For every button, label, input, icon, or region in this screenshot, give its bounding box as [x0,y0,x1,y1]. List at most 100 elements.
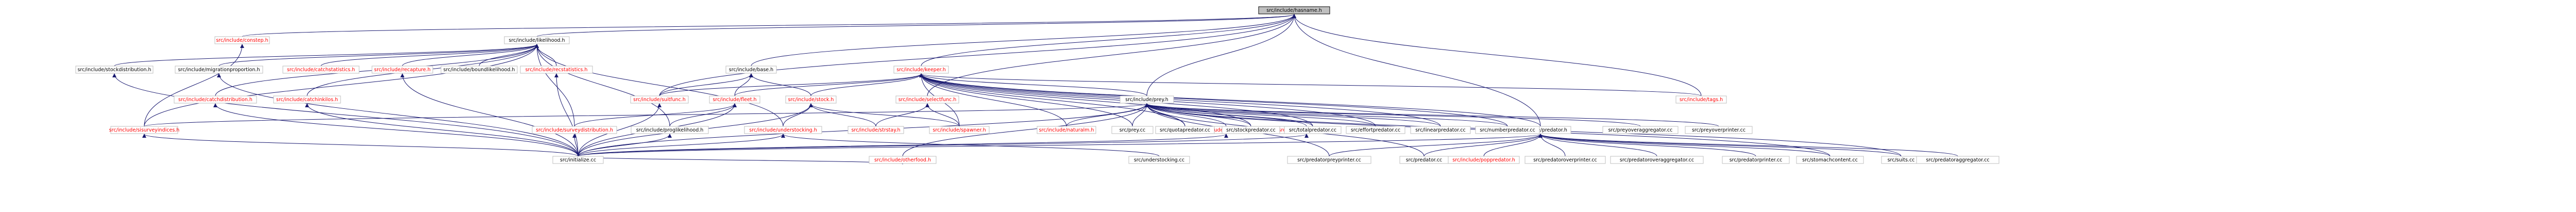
edge-initializecc-to-recstatistics [554,73,579,157]
edge-fleet-to-base [734,73,753,96]
node-spawner[interactable]: src/include/spawner.h [929,126,990,134]
node-label: src/suits.cc [1888,157,1915,163]
node-label: src/understocking.cc [1134,157,1184,163]
node-base[interactable]: src/include/base.h [725,66,777,74]
node-box [371,66,433,74]
node-catchstatistics[interactable]: src/include/catchstatistics.h [282,66,360,74]
node-box [214,36,270,44]
node-numberpredatorcc[interactable]: src/numberpredator.cc [1475,126,1540,134]
node-suitscc[interactable]: src/suits.cc [1881,156,1921,164]
node-recapture[interactable]: src/include/recapture.h [371,66,433,74]
node-box [1346,126,1405,134]
edge-proglikelihood-to-likelihood [535,44,670,127]
node-initializecc[interactable]: src/initialize.cc [552,156,604,164]
node-label: src/include/proglikelihood.h [636,127,704,133]
node-preyoveraggregatorcc[interactable]: src/preyoveraggregator.cc [1602,126,1679,134]
node-preycc[interactable]: src/prey.cc [1111,126,1154,134]
node-label: src/stomachcontent.cc [1802,157,1858,163]
node-box [504,36,570,44]
node-label: src/include/stockdistribution.h [77,67,151,73]
edge-initializecc-to-catchinkilos [305,103,579,157]
edge-prey-to-hasname [1146,14,1296,96]
node-otherfood[interactable]: src/include/otherfood.h [869,156,937,164]
node-box [1796,156,1864,164]
node-label: src/numberpredator.cc [1480,127,1535,133]
node-label: src/include/catchstatistics.h [287,67,355,73]
edge-initializecc-to-predator [578,134,1543,157]
node-box [1602,126,1679,134]
edge-totalpredatorcc-to-prey [1145,103,1313,127]
node-box [725,66,777,74]
edge-understockingcc-to-understocking [781,134,1160,157]
node-prey[interactable]: src/include/prey.h [1120,95,1174,104]
node-linearpredatorcc[interactable]: src/linearpredator.cc [1410,126,1471,134]
edge-catchstatistics-to-likelihood [320,44,539,67]
edge-stockdistribution-to-likelihood [114,44,539,67]
node-recstatistics[interactable]: src/include/recstatistics.h [520,66,593,74]
edge-initializecc-to-proglikelihood [578,134,672,157]
edge-migrationproportion-to-likelihood [218,44,539,67]
node-label: src/quotapredator.cc [1160,127,1210,133]
node-label: src/include/predator.h [1514,127,1567,133]
node-predatorpreyprintercc[interactable]: src/predatorpreyprinter.cc [1287,156,1371,164]
node-constep[interactable]: src/include/constep.h [214,36,270,44]
node-naturalm[interactable]: src/include/naturalm.h [1037,126,1096,134]
node-likelihood[interactable]: src/include/likelihood.h [504,36,570,44]
edge-effortpredatorcc-to-prey [1145,103,1376,127]
node-strstay[interactable]: src/include/strstay.h [848,126,904,134]
node-tags[interactable]: src/include/tags.h [1675,95,1727,104]
node-sisurvey[interactable]: src/include/sisurveyindices.h [109,126,180,134]
node-label: src/include/tags.h [1680,97,1723,103]
node-box [282,66,360,74]
node-predatorprintercc[interactable]: src/predatorprinter.cc [1722,156,1790,164]
node-label: src/stockpredator.cc [1226,127,1276,133]
node-preyoverprintercc[interactable]: src/preyoverprinter.cc [1685,126,1753,134]
edge-suitscc-to-predator [1538,134,1902,157]
node-predatoraggregatorcc[interactable]: src/predatoraggregator.cc [1916,156,1999,164]
node-ecosystem[interactable]: src/include/surveydistribution.h [532,126,617,134]
node-totalpredatorcc[interactable]: src/totalpredator.cc [1284,126,1342,134]
node-catchdistribution[interactable]: src/include/catchdistribution.h [174,95,257,104]
node-selectfunc[interactable]: src/include/selectfunc.h [895,95,959,104]
edge-predatorprintercc-to-predator [1538,134,1756,157]
edge-linearpredatorcc-to-keeper [919,73,1441,127]
node-box [1128,156,1190,164]
node-understockingcc[interactable]: src/understocking.cc [1128,156,1190,164]
node-boundlikelihood[interactable]: src/include/boundlikelihood.h [440,66,518,74]
node-effortpredatorcc[interactable]: src/effortpredator.cc [1346,126,1405,134]
node-label: src/predatorpreyprinter.cc [1297,157,1361,163]
node-predatoroverprintercc[interactable]: src/predatoroverprinter.cc [1524,156,1606,164]
node-box [1916,156,1999,164]
node-fleet[interactable]: src/include/fleet.h [709,95,760,104]
edge-numberpredatorcc-to-prey [1145,103,1508,127]
node-keeper[interactable]: src/include/keeper.h [893,66,949,74]
edge-predator-to-keeper [919,73,1541,127]
node-label: src/initialize.cc [560,157,596,163]
edge-initializecc-to-lengthprey [578,134,1228,157]
node-understocking[interactable]: src/include/understocking.h [744,126,822,134]
node-catchinkilos[interactable]: src/include/catchinkilos.h [273,95,341,104]
node-box [1410,126,1471,134]
node-migrationproportion[interactable]: src/include/migrationproportion.h [175,66,263,74]
edge-predatoraggregatorcc-to-predator [1538,134,1958,157]
node-label: src/include/base.h [729,67,773,73]
node-stomachcontentcc[interactable]: src/stomachcontent.cc [1796,156,1864,164]
edge-naturalm-to-prey [1066,103,1149,127]
node-box [785,95,837,104]
edge-strstay-to-selectfunc [875,103,929,127]
edge-sisurvey-to-likelihood [144,44,539,127]
node-box [1610,156,1704,164]
edge-predatorcc-to-predator [1423,134,1543,157]
node-quotapredatorcc[interactable]: src/quotapredator.cc [1155,126,1215,134]
node-stockdistribution[interactable]: src/include/stockdistribution.h [75,66,154,74]
node-stock[interactable]: src/include/stock.h [785,95,837,104]
node-label: src/linearpredator.cc [1415,127,1465,133]
edge-lengthprey-to-prey [1145,103,1227,127]
node-lastfunc[interactable]: src/include/suitfunc.h [630,95,689,104]
node-poppredator[interactable]: src/include/poppredator.h [1448,156,1520,164]
node-predatoroveraggregatorcc[interactable]: src/predatoroveraggregator.cc [1610,156,1704,164]
node-predatorcc[interactable]: src/predator.cc [1399,156,1449,164]
node-stockpredatorcc[interactable]: src/stockpredator.cc [1222,126,1280,134]
node-box [709,95,760,104]
node-proglikelihood[interactable]: src/include/proglikelihood.h [631,126,709,134]
